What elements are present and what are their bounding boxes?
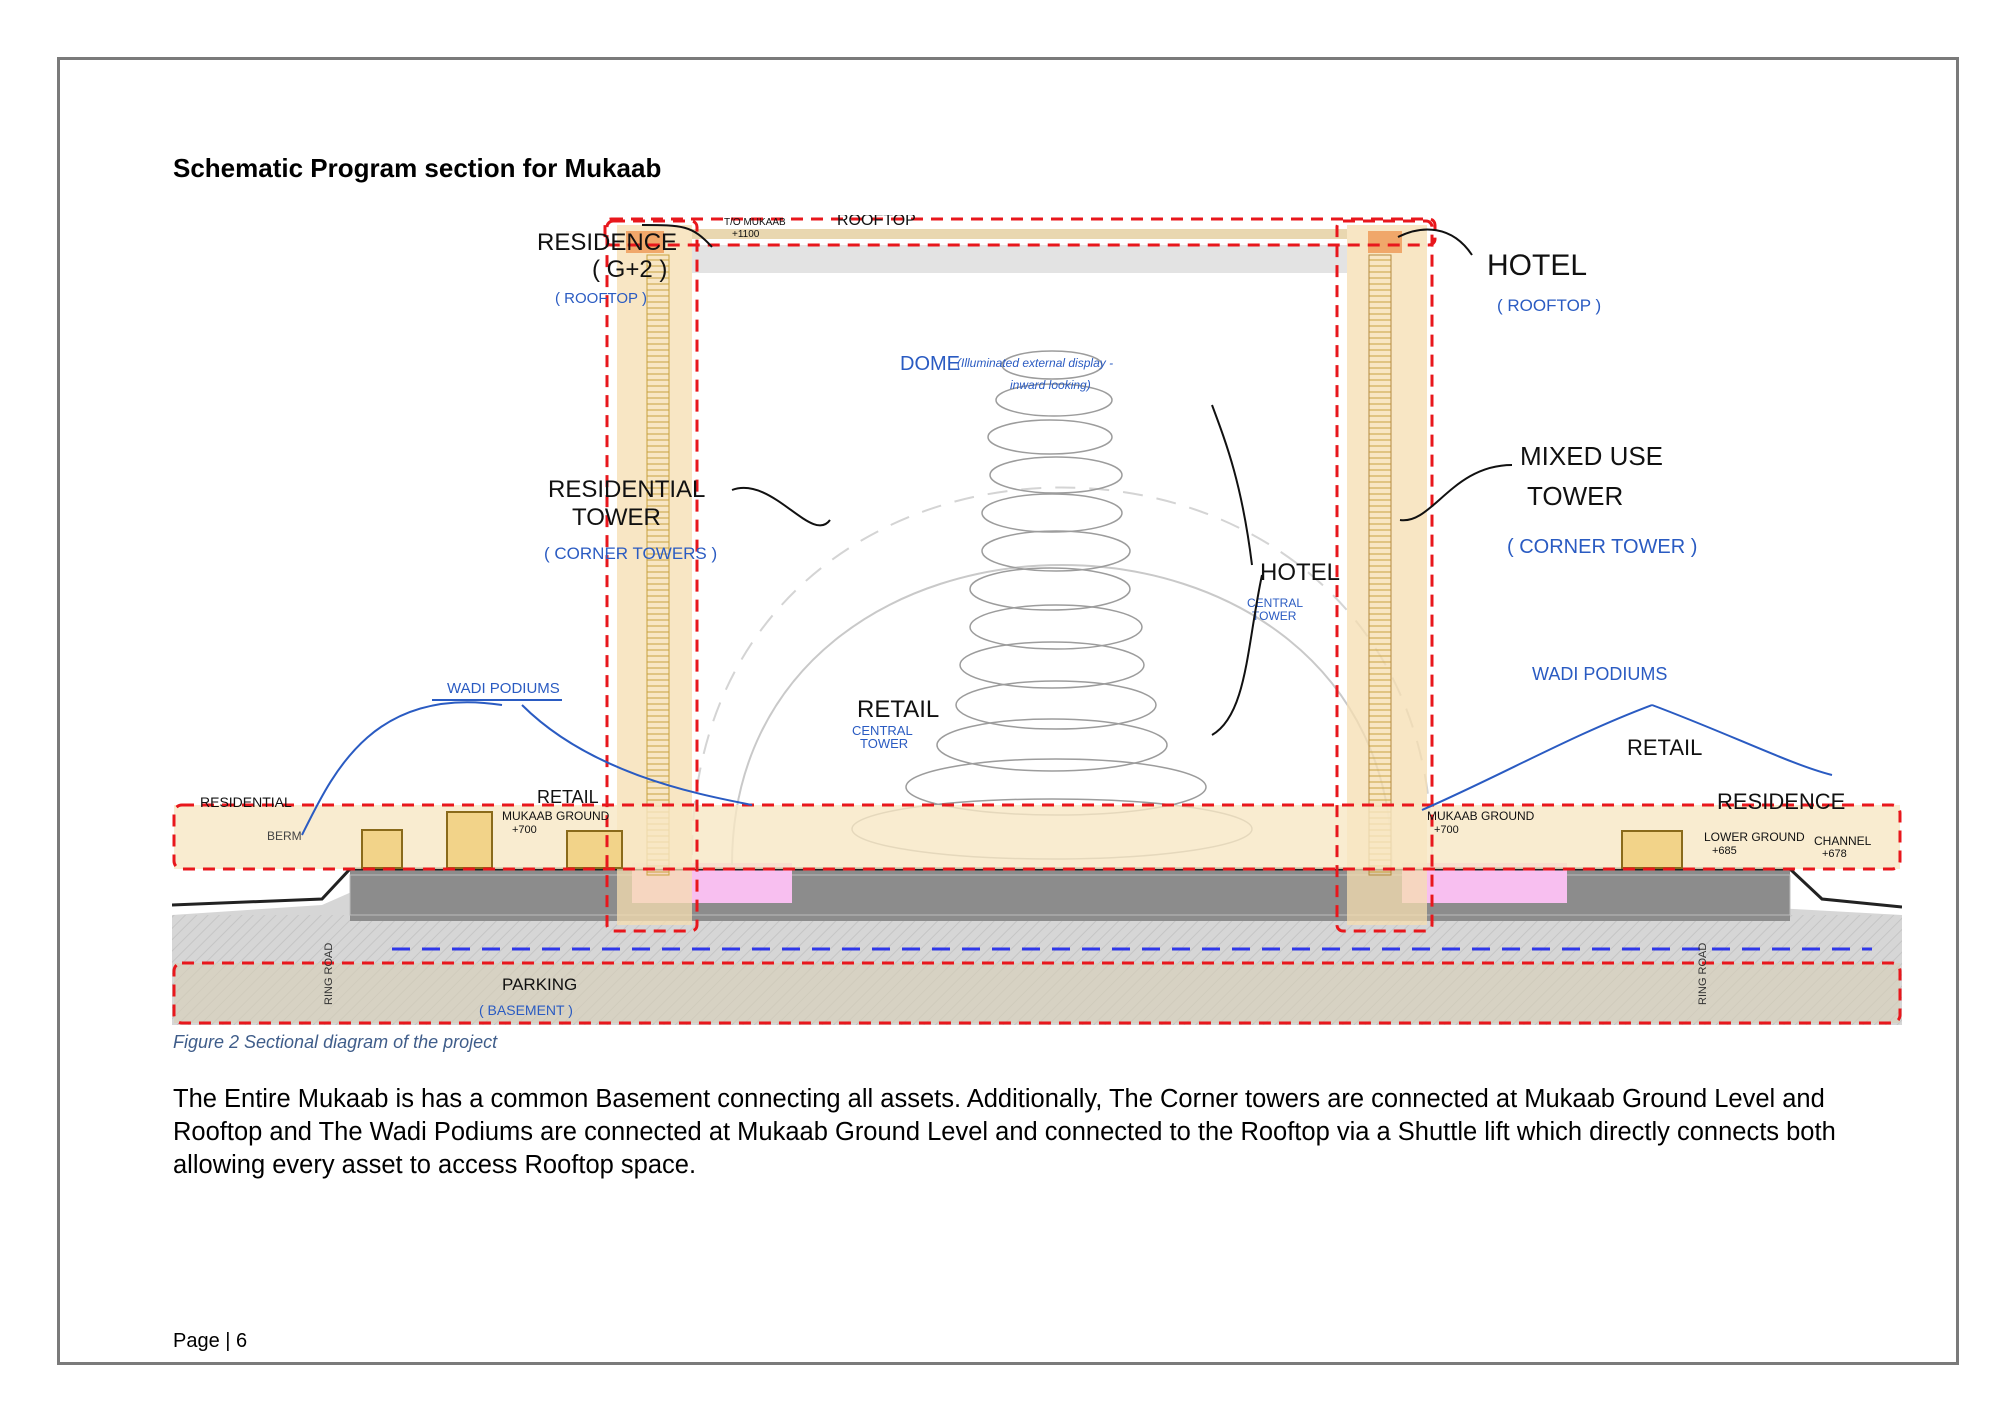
section-diagram: T/O MUKAAB +1100 MUKAAB GROUND +700 MUKA… [172, 215, 1902, 1025]
corner-tower-right-core [1368, 254, 1392, 876]
channel-value: +678 [1822, 848, 1847, 860]
podium-buildings-right [1621, 830, 1683, 869]
basement-slab [350, 869, 1790, 921]
residence-right-annotation: RESIDENCE [1717, 789, 1845, 814]
ring-road-right: RING ROAD [1697, 943, 1709, 1005]
corner-towers-annotation: ( CORNER TOWERS ) [544, 544, 717, 563]
zone-outlines [172, 217, 1902, 1025]
right-tower-zone [1335, 219, 1434, 933]
channel-label: CHANNEL [1814, 834, 1872, 848]
retail-left-annotation: RETAIL [537, 787, 599, 807]
top-of-mukaab-label: T/O MUKAAB [724, 217, 786, 228]
podium-zone [172, 803, 1902, 871]
mukaab-ground-left-label: MUKAAB GROUND [502, 809, 610, 823]
basement-annotation: ( BASEMENT ) [479, 1002, 573, 1018]
podium-buildings-left [361, 811, 623, 869]
page-number: 6 [236, 1330, 248, 1352]
retail-central-sub-2: TOWER [860, 736, 908, 751]
central-tower-annotation: CENTRAL [1247, 596, 1303, 610]
dome-note: (Illuminated external display - [957, 356, 1113, 370]
central-tower-sketch [851, 350, 1253, 860]
leader-lines [641, 224, 1513, 736]
rooftop-band [692, 245, 1347, 273]
page-footer: Page | 6 [173, 1330, 247, 1353]
mixed-use-tower-annotation: MIXED USE [1520, 441, 1663, 471]
rooftop-slab [692, 229, 1347, 239]
retail-central-sub: CENTRAL [852, 723, 913, 738]
residential-left-annotation: RESIDENTIAL [200, 794, 292, 810]
basement-zone [172, 961, 1902, 1025]
parking-annotation: PARKING [502, 975, 577, 994]
page-frame [57, 57, 1959, 1365]
basement-slab-lines [349, 874, 1791, 916]
hotel-central-annotation: HOTEL [1260, 559, 1340, 586]
lower-ground-value: +685 [1712, 845, 1737, 857]
ring-road-left: RING ROAD [323, 943, 335, 1005]
wadi-podiums-left-annotation: WADI PODIUMS [447, 680, 560, 697]
dome-arc-outer [691, 486, 1433, 856]
top-of-mukaab-value: +1100 [732, 229, 760, 240]
rooftop-zone [603, 217, 1437, 247]
residential-tower-annotation-2: TOWER [572, 504, 661, 531]
basement-zone-fill [174, 963, 1900, 1023]
blue-leader-lines [301, 699, 1833, 836]
central-tower-annotation-2: TOWER [1252, 609, 1297, 623]
dome-note-2: inward looking) [1010, 378, 1091, 392]
mukaab-ground-right-label: MUKAAB GROUND [1427, 809, 1535, 823]
hotel-rooftop-annotation: ( ROOFTOP ) [1497, 296, 1601, 315]
page-separator: | [225, 1330, 231, 1352]
residential-tower-annotation: RESIDENTIAL [548, 476, 705, 503]
retail-right-annotation: RETAIL [1627, 735, 1702, 760]
corner-tower-left-top [626, 231, 664, 253]
dome-annotation: DOME [900, 353, 960, 375]
hotel-annotation: HOTEL [1487, 249, 1587, 282]
mukaab-ground-left-value: +700 [512, 824, 537, 836]
wadi-podiums-right-annotation: WADI PODIUMS [1532, 664, 1667, 684]
lower-ground-label: LOWER GROUND [1704, 830, 1805, 844]
figure-caption: Figure 2 Sectional diagram of the projec… [173, 1032, 498, 1052]
page-label: Page [173, 1330, 220, 1352]
mixed-use-tower-annotation-2: TOWER [1527, 481, 1623, 511]
residence-rooftop-annotation: ( ROOFTOP ) [555, 290, 647, 307]
corner-tower-annotation: ( CORNER TOWER ) [1507, 536, 1697, 558]
residence-annotation: RESIDENCE [537, 229, 677, 256]
corner-tower-left-core [646, 254, 670, 876]
section-heading: Schematic Program section for Mukaab [173, 153, 662, 183]
residence-floors-annotation: ( G+2 ) [592, 256, 667, 283]
retail-central-annotation: RETAIL [857, 696, 939, 723]
mukaab-ground-right-value: +700 [1434, 824, 1459, 836]
rooftop-annotation: ROOFTOP [837, 215, 916, 229]
left-tower-zone [605, 219, 699, 933]
body-paragraph: The Entire Mukaab is has a common Baseme… [173, 1085, 1836, 1179]
berm-label: BERM [267, 829, 302, 843]
corner-tower-right-top [1368, 231, 1402, 253]
